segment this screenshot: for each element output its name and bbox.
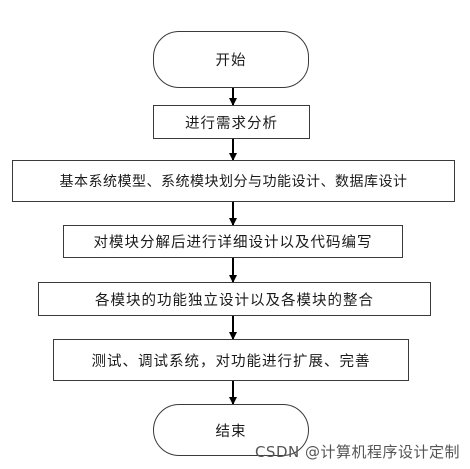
step-label: 测试、调试系统，对功能进行扩展、完善 xyxy=(91,353,371,370)
step-system-model-design: 基本系统模型、系统模块划分与功能设计、数据库设计 xyxy=(12,160,455,202)
step-detailed-design-coding: 对模块分解后进行详细设计以及代码编写 xyxy=(63,225,403,258)
step-requirements-analysis: 进行需求分析 xyxy=(153,105,310,139)
end-label: 结束 xyxy=(215,423,247,440)
step-module-integration: 各模块的功能独立设计以及各模块的整合 xyxy=(38,282,431,316)
start-terminal: 开始 xyxy=(153,31,309,88)
step-label: 基本系统模型、系统模块划分与功能设计、数据库设计 xyxy=(59,174,408,190)
start-label: 开始 xyxy=(215,53,247,69)
end-terminal: 结束 xyxy=(153,404,309,456)
step-label: 各模块的功能独立设计以及各模块的整合 xyxy=(95,292,374,309)
step-label: 对模块分解后进行详细设计以及代码编写 xyxy=(93,235,373,251)
watermark-text: CSDN @计算机程序设计定制 xyxy=(254,443,460,461)
step-testing-debugging: 测试、调试系统，对功能进行扩展、完善 xyxy=(53,339,409,381)
step-label: 进行需求分析 xyxy=(185,115,278,132)
